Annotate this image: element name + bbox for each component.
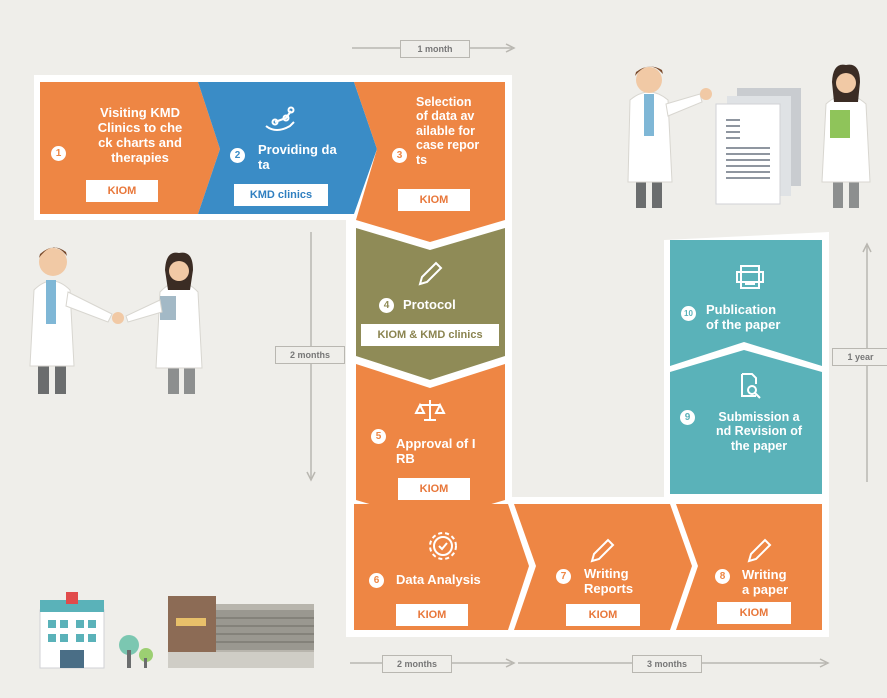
gear-check-icon — [429, 532, 457, 560]
step-1-org-badge: KIOM — [86, 180, 158, 202]
duration-2-months-left: 2 months — [275, 346, 345, 364]
step-7-block — [514, 504, 692, 630]
step-3-org-badge: KIOM — [398, 189, 470, 211]
step-number: 9 — [680, 410, 695, 425]
scales-icon — [414, 400, 446, 421]
step-7-org-badge: KIOM — [566, 604, 640, 626]
pencil-icon — [747, 538, 772, 563]
doctors-handshake-illustration — [29, 247, 203, 394]
duration-2-months-bottom: 2 months — [382, 655, 452, 673]
step-2-org-badge: KMD clinics — [234, 184, 328, 206]
step-number: 2 — [230, 148, 245, 163]
step-9-block — [670, 350, 822, 494]
document-search-icon — [741, 373, 761, 399]
printer-icon — [736, 265, 764, 289]
step-number: 6 — [369, 573, 384, 588]
step-4-title: Protocol — [403, 297, 456, 312]
duration-3-months-bottom: 3 months — [632, 655, 702, 673]
step-6-title: Data Analysis — [396, 572, 481, 587]
doctors-paper-illustration — [627, 64, 871, 208]
duration-1-month: 1 month — [400, 40, 470, 58]
step-number: 5 — [371, 429, 386, 444]
step-6-org-badge: KIOM — [396, 604, 468, 626]
step-5-org-badge: KIOM — [398, 478, 470, 500]
pencil-icon — [590, 538, 615, 563]
duration-1-year: 1 year — [832, 348, 887, 366]
step-1-block — [40, 82, 220, 214]
step-number: 4 — [379, 298, 394, 313]
step-4-org-badge: KIOM & KMD clinics — [361, 324, 499, 346]
step-8-org-badge: KIOM — [717, 602, 791, 624]
step-number: 10 — [681, 306, 696, 321]
step-6-block — [354, 504, 529, 630]
step-10-block — [670, 240, 822, 366]
hand-network-icon — [265, 106, 295, 131]
step-number: 3 — [392, 148, 407, 163]
step-number: 1 — [51, 146, 66, 161]
step-number: 8 — [715, 569, 730, 584]
step-2-block — [198, 82, 377, 214]
step-number: 7 — [556, 569, 571, 584]
hospital-buildings-illustration — [39, 592, 314, 669]
pencil-icon — [418, 261, 443, 286]
step-8-block — [676, 504, 822, 630]
